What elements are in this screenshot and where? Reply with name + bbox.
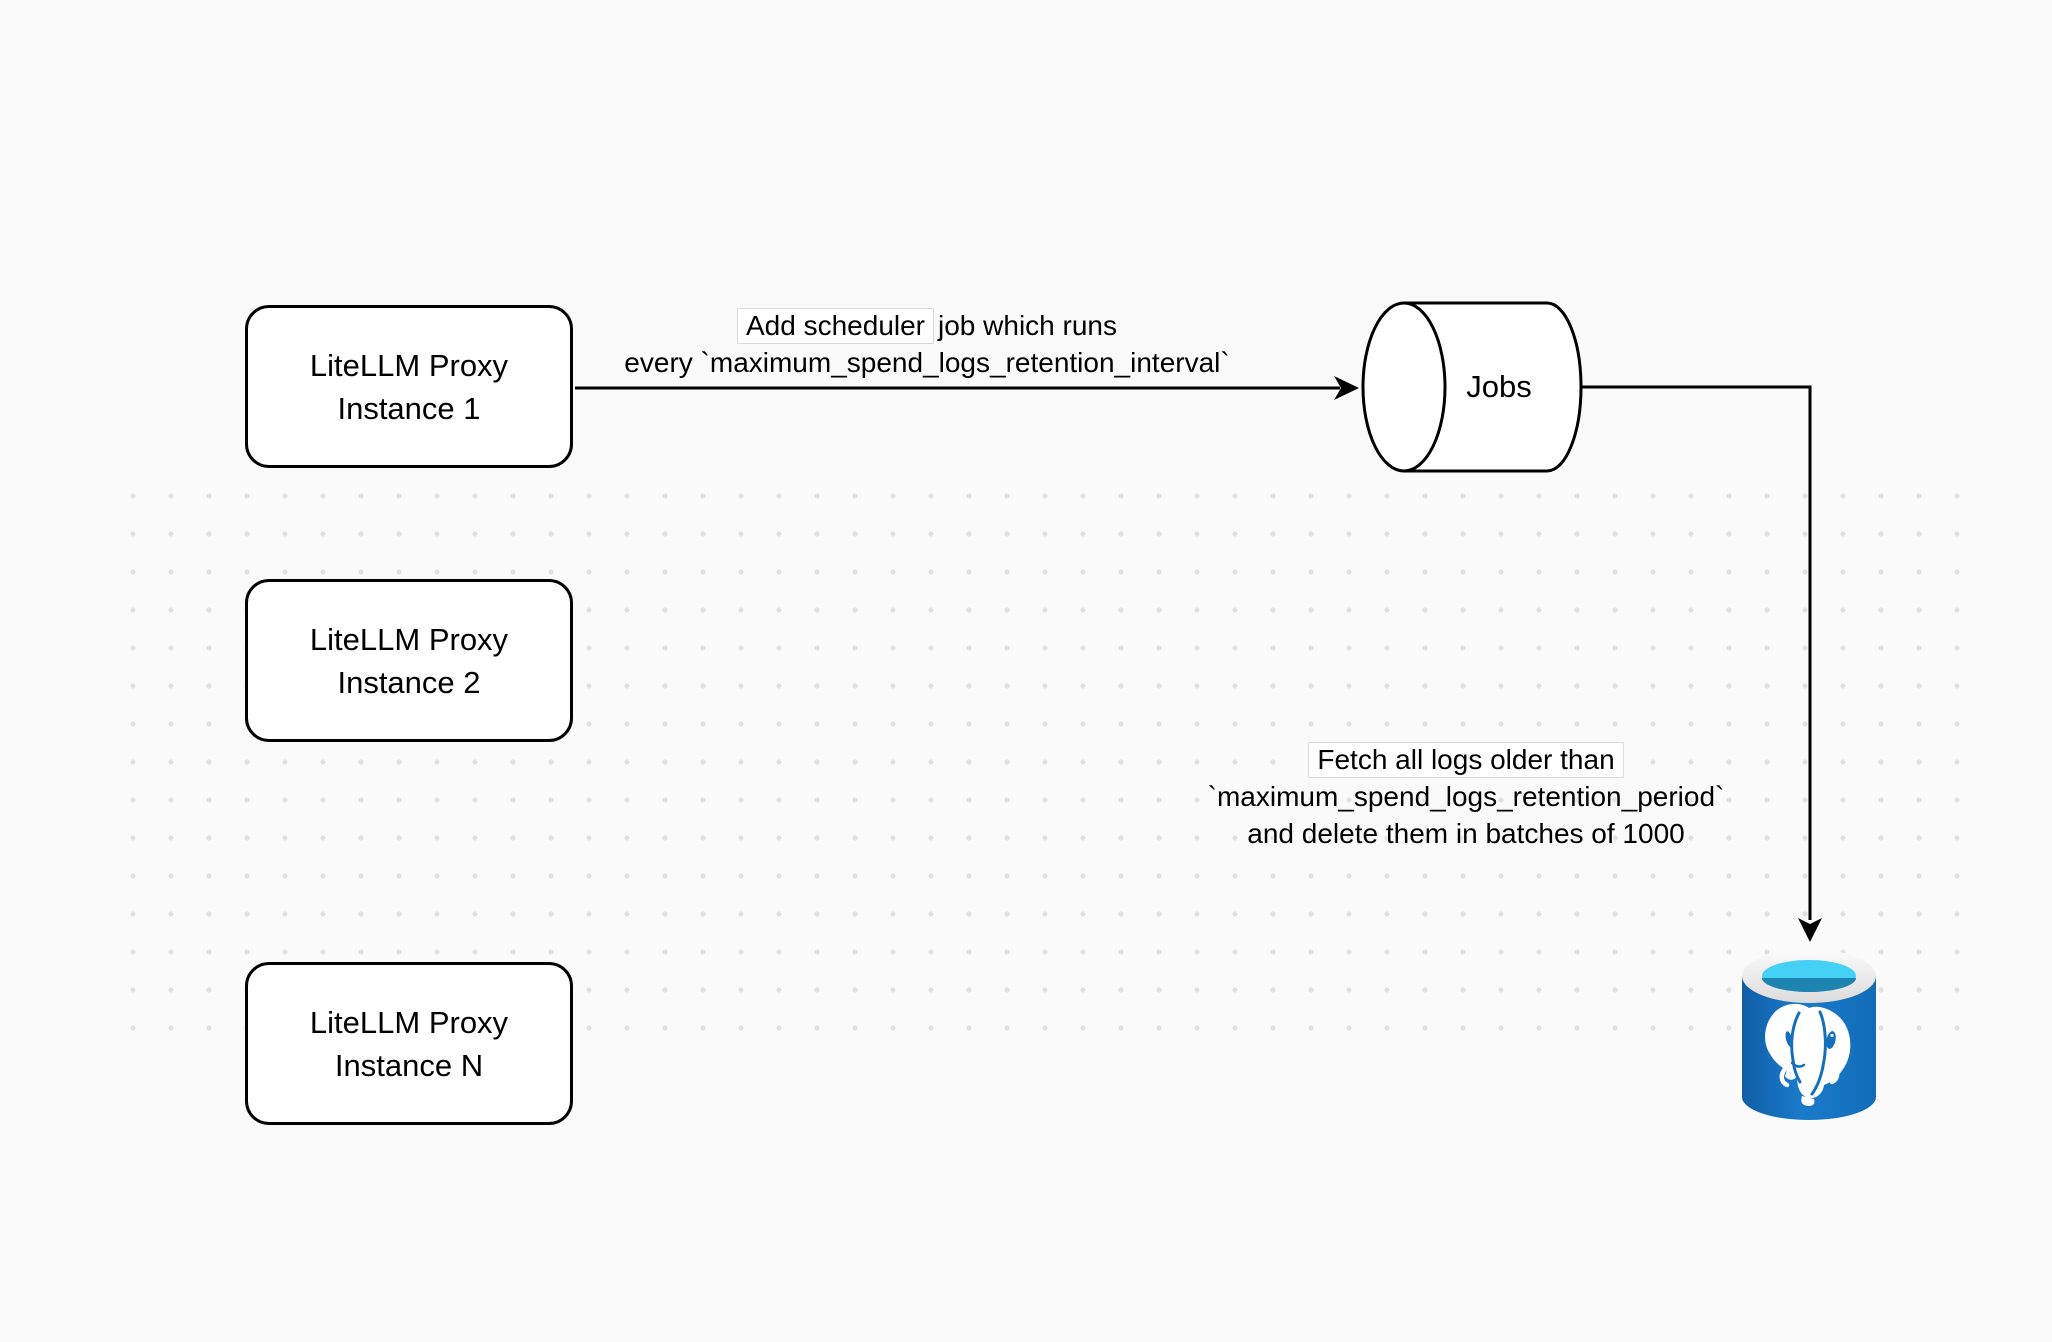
postgres-elephant-icon — [1765, 1003, 1851, 1106]
node-label-line2: Instance N — [334, 1047, 484, 1083]
node-label-line1: LiteLLM Proxy — [309, 347, 509, 383]
edge-scheduler-arrow — [575, 376, 1359, 400]
node-label-line1: LiteLLM Proxy — [309, 1004, 509, 1040]
edge-label-fetch-boxed-text: Fetch all logs older than — [1308, 742, 1624, 778]
jobs-cylinder-label: Jobs — [1466, 369, 1532, 404]
postgresql-database-icon — [1742, 949, 1876, 1120]
edge-label-scheduler-line2: every `maximum_spend_logs_retention_inte… — [624, 347, 1230, 378]
node-litellm-proxy-instance-1: LiteLLM Proxy Instance 1 — [245, 305, 573, 468]
edge-label-fetch-line2: `maximum_spend_logs_retention_period` — [1207, 781, 1725, 812]
edge-label-scheduler-boxed-text: Add scheduler — [737, 308, 935, 344]
node-litellm-proxy-instance-2: LiteLLM Proxy Instance 2 — [245, 579, 573, 742]
arrowhead-right-icon — [1334, 376, 1359, 400]
jobs-cylinder — [1361, 301, 1583, 473]
arrowhead-down-icon — [1798, 918, 1822, 942]
edge-jobs-to-postgres — [1581, 385, 1822, 942]
edge-label-fetch-line3: and delete them in batches of 1000 — [1247, 818, 1685, 849]
edge-label-fetch: Fetch all logs older than `maximum_spend… — [1146, 741, 1786, 852]
node-label-line2: Instance 2 — [337, 664, 481, 700]
edge-label-fetch-line1: Fetch all logs older than — [1146, 741, 1786, 778]
node-label-line1: LiteLLM Proxy — [309, 621, 509, 657]
node-litellm-proxy-instance-n: LiteLLM Proxy Instance N — [245, 962, 573, 1125]
edge-label-scheduler-line1-rest: job which runs — [938, 310, 1117, 341]
node-label-line2: Instance 1 — [337, 390, 481, 426]
